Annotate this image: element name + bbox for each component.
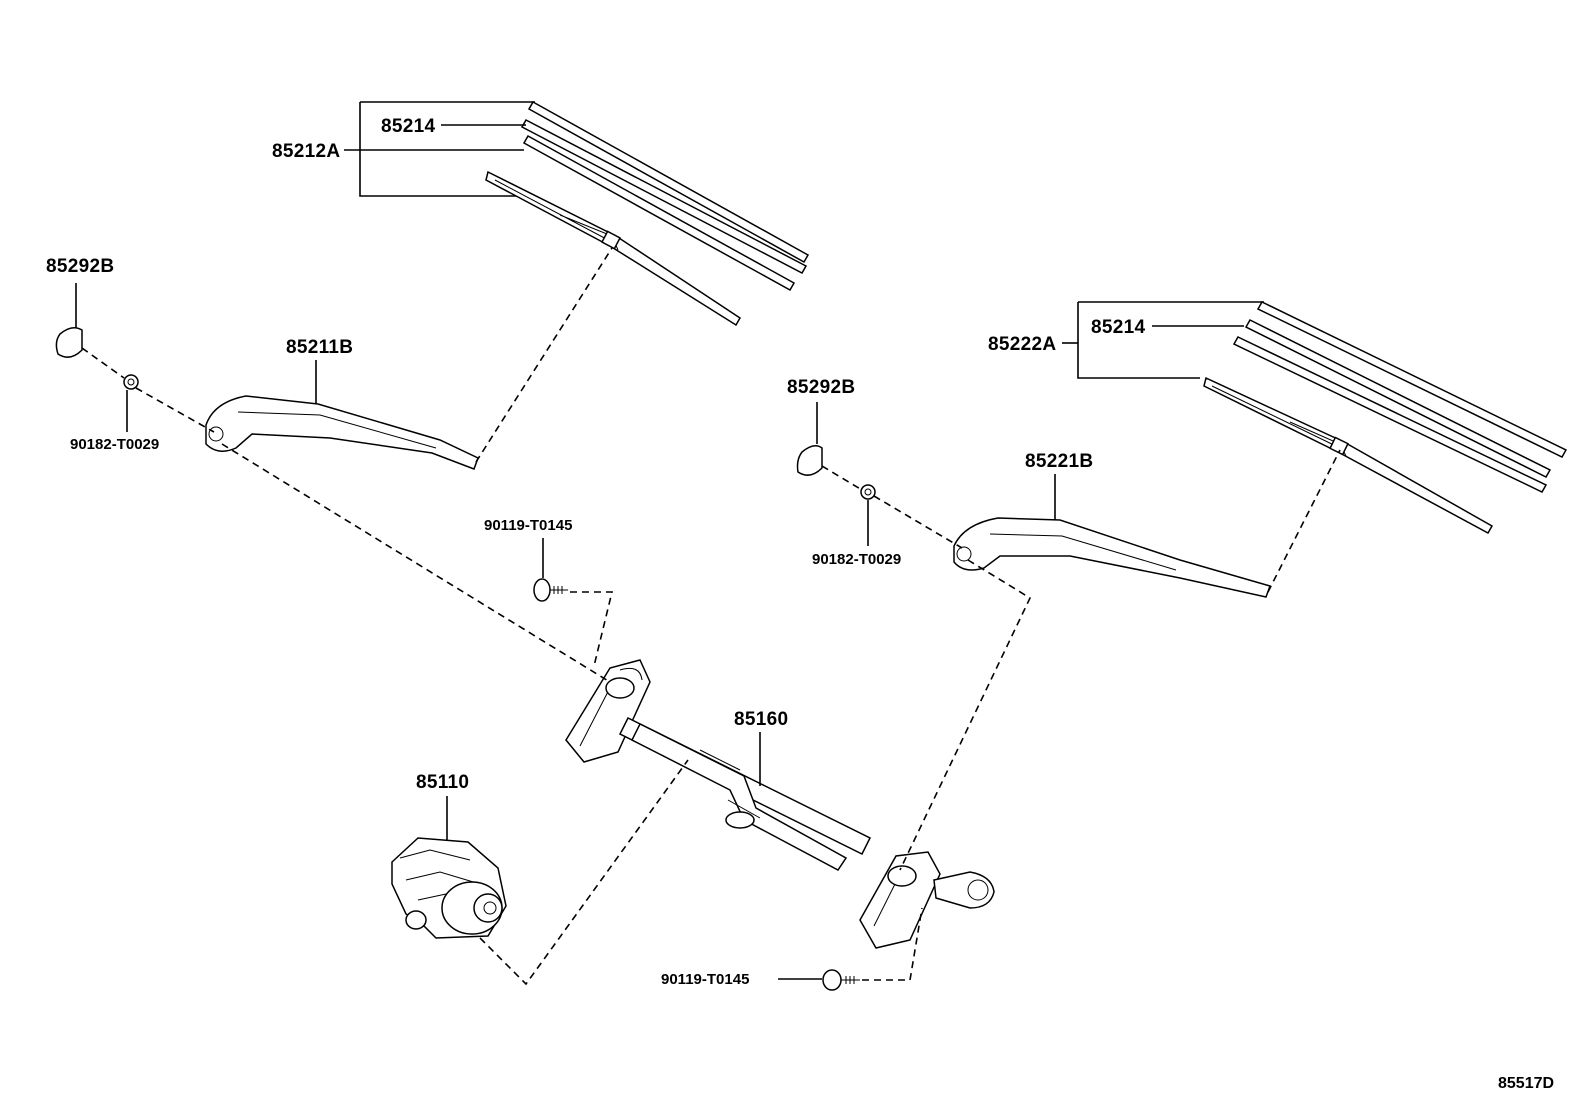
- label-85221B: 85221B: [1025, 451, 1093, 472]
- label-85160: 85160: [734, 709, 788, 730]
- wiper-motor-connector: [405, 910, 427, 930]
- left-blade-rubber-outer: [527, 100, 810, 264]
- upper-bolt-group[interactable]: 90119-T0145: [484, 517, 572, 602]
- dash-motor-link: [479, 759, 689, 986]
- link-rod-detail: [699, 749, 761, 819]
- dash-cover-nut-left: [81, 347, 125, 379]
- label-85214-right: 85214: [1091, 317, 1145, 338]
- lower-bolt-group[interactable]: 90119-T0145: [661, 969, 860, 991]
- wiper-motor-shaft-center: [483, 901, 497, 915]
- left-blade-rubber-inner: [522, 134, 796, 292]
- dash-nut-arm-right: [873, 495, 963, 549]
- left-wiper-arm: [205, 395, 479, 470]
- dash-arm-blade-left: [475, 247, 613, 463]
- right-blade-group[interactable]: 85214 85222A: [988, 301, 1568, 535]
- wiper-motor-housing-detail: [399, 849, 481, 901]
- right-arm-cover-group[interactable]: 85292B 90182-T0029: [787, 377, 901, 568]
- dash-cover-nut-right: [821, 465, 863, 491]
- right-nut-icon: [860, 484, 876, 500]
- left-wiper-arm-detail: [237, 411, 437, 449]
- label-90182-right: 90182-T0029: [812, 551, 901, 568]
- left-arm-cover-cap: [55, 327, 83, 358]
- link-drive-rod: [630, 722, 848, 871]
- wiper-motor-shaft: [473, 893, 503, 923]
- link-right-crank: [933, 871, 995, 909]
- label-85214-left: 85214: [381, 116, 435, 137]
- link-assembly-group[interactable]: 85160: [565, 659, 995, 949]
- left-nut-hole: [127, 378, 135, 386]
- right-arm-pivot-hole: [956, 546, 972, 562]
- lower-bolt-head-icon: [822, 969, 842, 991]
- left-arm-pivot-hole: [208, 426, 224, 442]
- label-85222A: 85222A: [988, 334, 1056, 355]
- link-left-bracket: [565, 659, 651, 763]
- dash-bolt-lower: [862, 907, 923, 981]
- label-90119-upper: 90119-T0145: [484, 517, 572, 534]
- left-nut-icon: [123, 374, 139, 390]
- diagram-code: 85517D: [1498, 1075, 1554, 1092]
- link-right-pivot: [887, 865, 917, 887]
- dash-nut-arm-left: [135, 387, 215, 433]
- dash-arm-link-left: [221, 443, 611, 683]
- left-blade-clip: [600, 230, 622, 250]
- dash-arm-blade-right: [1267, 449, 1341, 593]
- right-blade-rubber-outer: [1256, 301, 1568, 458]
- label-85212A: 85212A: [272, 141, 340, 162]
- label-85292B-right: 85292B: [787, 377, 855, 398]
- assembly-dashed-lines: [81, 247, 1341, 986]
- lower-bolt-thread: [841, 976, 860, 984]
- wiper-motor-group[interactable]: 85110: [391, 772, 507, 939]
- right-wiper-arm-detail: [989, 533, 1177, 571]
- right-blade-bracket: [1077, 301, 1264, 379]
- right-blade-rubber-inner: [1232, 336, 1548, 493]
- link-left-pivot: [605, 677, 635, 699]
- right-nut-hole: [864, 488, 872, 496]
- link-crank: [725, 811, 755, 829]
- right-arm-cover-cap: [796, 445, 823, 476]
- right-wiper-arm: [953, 517, 1271, 598]
- label-85211B: 85211B: [286, 337, 353, 358]
- right-arm-group[interactable]: 85221B: [953, 451, 1271, 598]
- label-90119-lower: 90119-T0145: [661, 971, 749, 988]
- link-right-bracket: [859, 851, 941, 949]
- left-blade-rubber-middle: [520, 119, 808, 274]
- right-blade-clip: [1329, 436, 1349, 456]
- label-85292B-left: 85292B: [46, 256, 114, 277]
- label-85110: 85110: [416, 772, 469, 793]
- label-90182-left: 90182-T0029: [70, 436, 159, 453]
- right-blade-rubber-middle: [1244, 319, 1552, 478]
- dash-bolt-upper: [570, 591, 614, 667]
- upper-bolt-head-icon: [533, 578, 551, 602]
- upper-bolt-thread: [550, 586, 568, 594]
- link-right-crank-hole: [967, 879, 989, 901]
- left-blade-group[interactable]: 85214 85212A: [272, 100, 810, 327]
- left-blade-bracket: [359, 101, 535, 197]
- left-arm-cover-group[interactable]: 85292B 90182-T0029: [46, 256, 159, 453]
- left-arm-group[interactable]: 85211B: [205, 337, 479, 470]
- dash-arm-link-right: [899, 559, 1032, 871]
